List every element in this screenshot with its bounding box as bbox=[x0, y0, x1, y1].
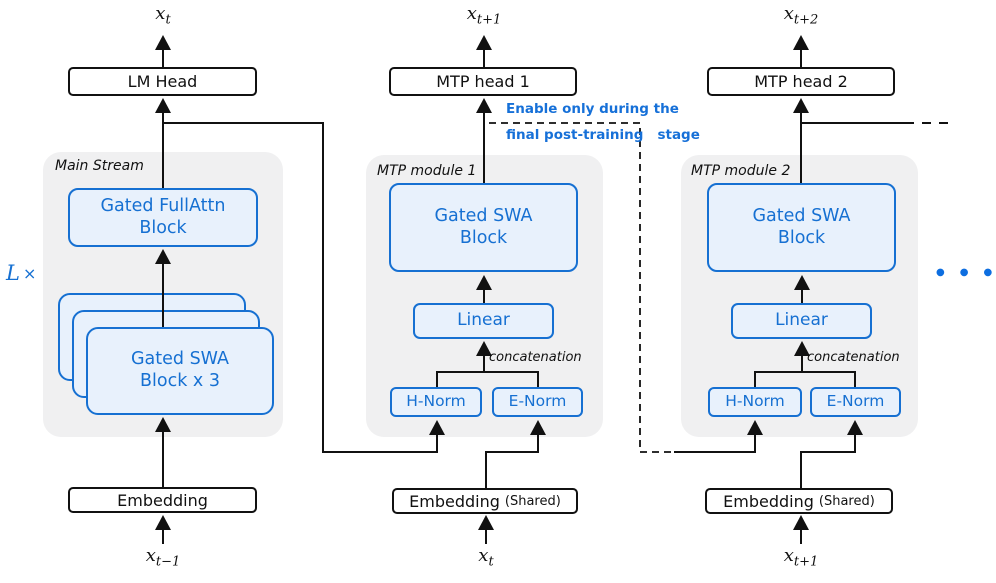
mtp-module-2-label: MTP module 2 bbox=[691, 163, 791, 179]
gated-swa-block-mtp1: Gated SWA Block bbox=[389, 183, 578, 272]
gated-swa-stack-front: Gated SWA Block x 3 bbox=[86, 327, 274, 415]
concat-bracket-mtp1 bbox=[436, 371, 539, 387]
gated-fullattn-block: Gated FullAttn Block bbox=[68, 188, 258, 247]
label-output-xt1: xt+1 bbox=[466, 3, 502, 28]
gated-swa-block-mtp2: Gated SWA Block bbox=[707, 183, 896, 272]
embedding-box-main: Embedding bbox=[68, 487, 257, 513]
e-norm-box-mtp2: E-Norm bbox=[810, 387, 901, 417]
linear-box-mtp1: Linear bbox=[413, 303, 554, 339]
concatenation-label-mtp1: concatenation bbox=[489, 350, 582, 365]
e-norm-box-mtp1: E-Norm bbox=[492, 387, 583, 417]
embedding-shared-box-mtp2: Embedding(Shared) bbox=[705, 488, 893, 514]
label-output-xt2: xt+2 bbox=[783, 3, 819, 28]
mtp-head-1-box: MTP head 1 bbox=[389, 67, 577, 96]
connector-embedding1-to-enorm1 bbox=[485, 420, 546, 488]
concatenation-label-mtp2: concatenation bbox=[807, 350, 900, 365]
connector-main-to-mtp1-hnorm bbox=[163, 122, 445, 453]
lm-head-box: LM Head bbox=[68, 67, 257, 96]
mtp-head-2-box: MTP head 2 bbox=[707, 67, 895, 96]
concat-bracket-mtp2 bbox=[754, 371, 856, 387]
label-output-xt: xt bbox=[155, 3, 171, 28]
h-norm-box-mtp1: H-Norm bbox=[390, 387, 482, 417]
main-stream-label: Main Stream bbox=[55, 158, 144, 174]
embedding-shared-box-mtp1: Embedding(Shared) bbox=[392, 488, 578, 514]
label-input-xtminus1: xt−1 bbox=[145, 545, 181, 570]
arrow-into-mtp2-hnorm bbox=[674, 420, 763, 453]
mtp-module-1-label: MTP module 1 bbox=[377, 163, 477, 179]
annotation-line1: Enable only during the bbox=[506, 101, 679, 117]
connector-embedding2-to-enorm2 bbox=[800, 420, 863, 488]
label-input-xt1-bottom: xt+1 bbox=[783, 545, 819, 570]
h-norm-box-mtp2: H-Norm bbox=[708, 387, 802, 417]
linear-box-mtp2: Linear bbox=[731, 303, 872, 339]
repeat-count-label: L× bbox=[6, 261, 37, 285]
ellipsis-dots: ●●● bbox=[936, 267, 992, 278]
label-input-xt: xt bbox=[478, 545, 494, 570]
dashed-connector-mtp1-to-mtp2 bbox=[489, 122, 674, 453]
